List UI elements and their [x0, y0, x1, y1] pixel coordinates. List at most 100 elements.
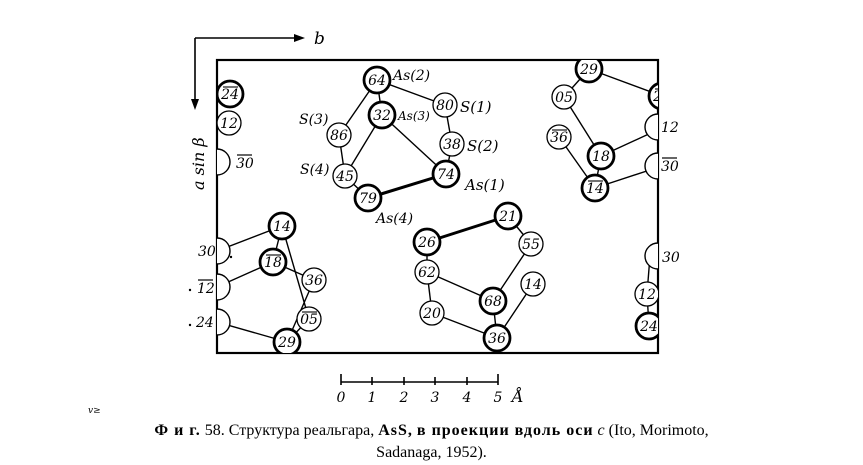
figure-caption: Ф и г. 58. Структура реальгара, AsS, в п…: [0, 420, 863, 464]
atom: 74: [431, 159, 461, 189]
atom-label: 45: [335, 169, 354, 185]
atom-type-label: S(2): [467, 137, 499, 155]
scale-bar: [340, 374, 499, 385]
atom-label: 14: [273, 219, 291, 235]
dot-mark: [188, 288, 192, 292]
atom-circle: [520, 271, 546, 297]
atom: 32: [367, 100, 397, 130]
atom-label: 18: [264, 255, 282, 271]
half-atom-label: 24: [195, 315, 214, 331]
atom-circle: [431, 159, 461, 189]
atom: 12: [634, 281, 658, 307]
atom-label: 18: [592, 149, 610, 165]
atom-circle: [414, 259, 440, 285]
caption-text-2: в проекции вдоль оси: [416, 422, 594, 439]
realgar-structure-figure: b a sin β: [88, 29, 680, 416]
margin-mark: v≥: [88, 406, 101, 416]
caption-line-1: Ф и г. 58. Структура реальгара, AsS, в п…: [0, 420, 863, 442]
half-atom: [644, 152, 659, 180]
atom: 62: [414, 259, 440, 285]
half-atom: [216, 273, 231, 301]
atom: 64: [362, 65, 392, 95]
b-axis-label: b: [314, 29, 325, 49]
atom-label: 86: [330, 128, 348, 144]
atom: 24: [217, 79, 245, 109]
atom-circle: [546, 124, 572, 150]
atom-type-label: As(3): [397, 109, 430, 123]
atom-circle: [419, 300, 445, 326]
dot-mark: [229, 255, 233, 259]
atom-circle: [482, 323, 512, 353]
atom-label: 68: [484, 294, 502, 310]
atom-label: 24: [652, 89, 671, 105]
axis-arrows: [194, 37, 296, 100]
atom: 14: [267, 211, 297, 241]
atom-label: 12: [638, 287, 656, 303]
atom-label: 20: [422, 306, 441, 322]
caption-axis: c: [597, 422, 605, 439]
atom: 45: [332, 163, 358, 189]
atom: 14: [520, 271, 546, 297]
scale-tick-label: 2: [399, 390, 409, 406]
atom: 36: [546, 124, 572, 150]
atom-circle: [634, 281, 658, 307]
atom-circle: [296, 306, 322, 332]
atom-label: 79: [359, 191, 377, 207]
atom-label: 05: [300, 312, 318, 328]
atom-label: 38: [443, 137, 461, 153]
atom-circle: [332, 163, 358, 189]
atom-type-label: S(1): [460, 98, 492, 116]
atom-type-label: As(4): [374, 211, 413, 227]
atom-label: 36: [305, 273, 323, 289]
atom-circle: [267, 211, 297, 241]
half-atom-label: 12: [661, 120, 679, 136]
atom: 12: [217, 110, 242, 136]
edge-half-atoms: [216, 113, 659, 336]
caption-text: Структура реальгара,: [228, 422, 375, 439]
atom: 26: [412, 227, 442, 257]
caption-formula: AsS,: [378, 422, 413, 439]
atom-label: 36: [488, 331, 506, 347]
atom-circle: [353, 183, 383, 213]
atom: 24: [647, 82, 671, 110]
atom-circle: [518, 231, 544, 257]
atom-circle: [478, 286, 508, 316]
unit-cell-frame: [215, 58, 660, 355]
atom-label: 26: [417, 235, 436, 251]
atom: 36: [301, 267, 327, 293]
atom-type-label: As(2): [391, 68, 430, 84]
caption-prefix: Ф и г.: [154, 422, 201, 439]
atom-label: 74: [437, 167, 455, 183]
atom-label: 24: [639, 319, 658, 335]
atom-circle: [647, 82, 658, 110]
atom: 05: [551, 84, 577, 110]
atom-circle: [432, 92, 458, 118]
atom-circle: [362, 65, 392, 95]
atom-circle: [326, 122, 352, 148]
atom-label: 29: [277, 335, 296, 351]
atom-label: 36: [550, 130, 568, 146]
atom: 20: [419, 300, 445, 326]
atom: 79: [353, 183, 383, 213]
atom-circle: [439, 131, 465, 157]
atom: 21: [493, 201, 523, 231]
half-atom: [216, 308, 231, 336]
half-atom: [644, 113, 659, 141]
atom: 36: [482, 323, 512, 353]
scale-tick-label: 1: [368, 390, 377, 406]
dot-mark: [188, 323, 192, 327]
atom-circle: [301, 267, 327, 293]
atom-label: 62: [418, 265, 436, 281]
atom: 55: [518, 231, 544, 257]
atom-circle: [551, 84, 577, 110]
atom-circle: [412, 227, 442, 257]
caption-citation-2: Sadanaga, 1952).: [376, 444, 487, 461]
atom-label: 64: [368, 73, 386, 89]
atom-type-label: As(1): [463, 176, 505, 194]
b-axis-arrowhead: [294, 34, 305, 42]
atom-circle: [586, 141, 616, 171]
atom: 68: [478, 286, 508, 316]
atom: 05: [296, 306, 322, 332]
atom-label: 29: [579, 62, 598, 78]
